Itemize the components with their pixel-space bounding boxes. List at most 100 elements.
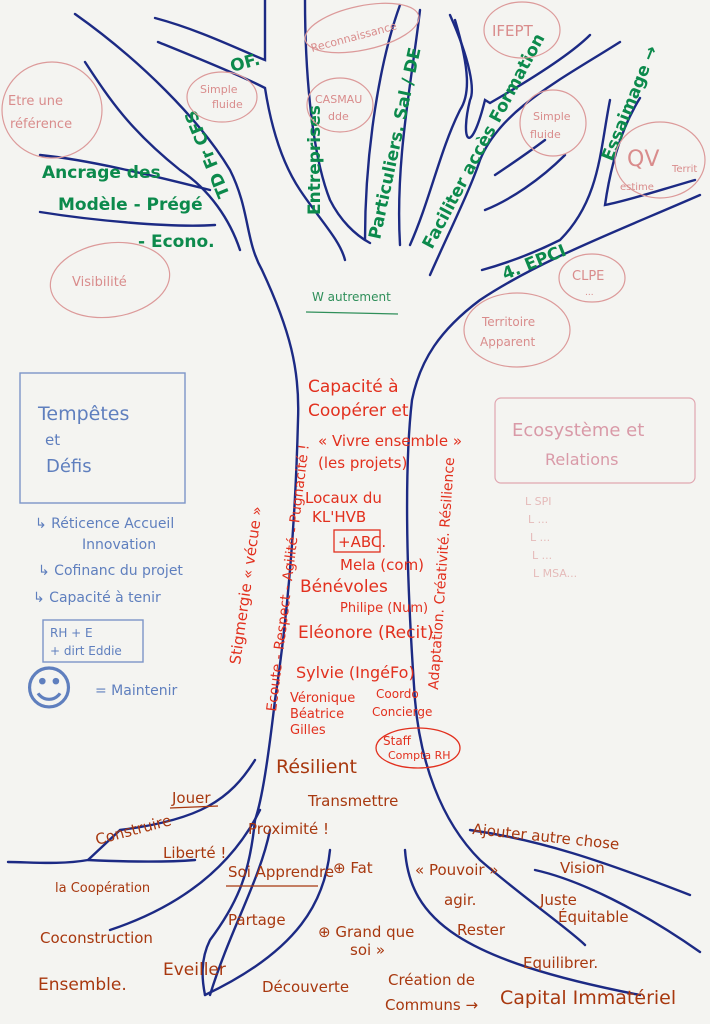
- note-qv-territ: Territ: [671, 164, 697, 175]
- trunk-line: Eléonore (Recit): [298, 623, 434, 643]
- label-ancrage-3: - Econo.: [138, 232, 215, 252]
- root-coconstruction: Coconstruction: [40, 929, 153, 947]
- note-clpe-2: ...: [585, 288, 594, 298]
- tempetes-item: Innovation: [82, 537, 156, 553]
- tempetes-item: ↳ Cofinanc du projet: [38, 563, 183, 579]
- note-reconnaissance: Reconnaissance: [309, 19, 398, 55]
- trunk-line: KL'HVB: [312, 508, 366, 526]
- tempetes-title: Tempêtes: [37, 403, 129, 425]
- trunk-line: Mela (com): [340, 556, 424, 574]
- root-vision: Vision: [560, 859, 605, 877]
- trunk-line: (les projets): [318, 454, 407, 472]
- note-qv: QV: [627, 147, 659, 172]
- tempetes-item: ↳ Capacité à tenir: [33, 590, 161, 606]
- root-cooperation: la Coopération: [55, 881, 150, 896]
- note-casmau-2: dde: [328, 110, 349, 123]
- trunk-line: Coopérer et: [308, 401, 409, 421]
- trunk-line: Bénévoles: [300, 577, 388, 597]
- label-essaimage: Essaimage →: [598, 43, 662, 164]
- root-soi-apprendre: Soi Apprendre: [228, 863, 334, 881]
- root-eveiller: Eveiller: [163, 960, 226, 980]
- root-capital: Capital Immatériel: [500, 987, 676, 1009]
- root-grand: ⊕ Grand que: [318, 923, 414, 941]
- trunk-line: Béatrice: [290, 707, 344, 722]
- note-reference: Etre une: [8, 94, 63, 109]
- tempetes-title-2: et: [45, 431, 60, 449]
- root-decouverte: Découverte: [262, 978, 349, 996]
- root-fat: ⊕ Fat: [333, 859, 373, 877]
- ecosysteme-box: Ecosystème et Relations L SPI L ... L ..…: [494, 397, 696, 580]
- root-transmettre: Transmettre: [307, 792, 398, 810]
- trunk-line: Véronique: [290, 691, 355, 706]
- ecosysteme-item: L ...: [530, 531, 550, 544]
- root-soi: soi »: [350, 941, 385, 959]
- note-clpe: CLPE: [572, 269, 604, 284]
- stigmergie: Stigmergie « vécue »: [226, 505, 266, 665]
- tempetes-maintenir: = Maintenir: [95, 683, 177, 699]
- ecosysteme-item: L SPI: [525, 495, 552, 508]
- root-construire: Construire: [93, 811, 173, 849]
- note-qv-estime: estime: [620, 182, 654, 193]
- tempetes-item: ↳ Réticence Accueil: [35, 516, 174, 532]
- label-ancrage-1: Ancrage des: [42, 163, 161, 183]
- root-resilient: Résilient: [276, 756, 357, 778]
- root-creation: Création de: [388, 971, 475, 989]
- note-simple-2b: fluide: [530, 128, 561, 141]
- root-partage: Partage: [228, 911, 286, 929]
- ecosysteme-item: L ...: [532, 549, 552, 562]
- trunk-line: Gilles: [290, 723, 326, 738]
- root-proximite: Proximité !: [248, 820, 329, 838]
- ecosysteme-title-2: Relations: [545, 450, 618, 469]
- label-formation: Faciliter accès Formation: [419, 30, 550, 252]
- note-simple-2: Simple: [533, 110, 571, 123]
- note-simple-1b: fluide: [212, 98, 243, 111]
- tempetes-box-line-2: + dirt Eddie: [50, 644, 122, 658]
- tempetes-box: Tempêtes et Défis ↳ Réticence Accueil In…: [19, 372, 186, 717]
- ecosysteme-item: L ...: [528, 513, 548, 526]
- concierge: Concierge: [372, 705, 432, 719]
- root-jouer: Jouer: [171, 789, 211, 807]
- coordo: Coordo: [376, 687, 419, 701]
- trunk-line: Capacité à: [308, 377, 399, 397]
- note-simple-1: Simple: [200, 83, 238, 96]
- note-visibilite: Visibilité: [72, 275, 127, 290]
- note-territoire: Territoire: [481, 315, 535, 329]
- smiley-icon: ☺: [24, 661, 74, 717]
- root-ajouter: Ajouter autre chose: [472, 820, 621, 853]
- trunk-line: « Vivre ensemble »: [318, 432, 462, 450]
- root-equilibrer: Equilibrer.: [523, 954, 598, 972]
- note-ifept: IFEPT: [492, 22, 534, 40]
- trunk-notes: Capacité à Coopérer et « Vivre ensemble …: [226, 377, 462, 769]
- note-territoire-2: Apparent: [480, 335, 535, 349]
- label-particuliers: Particuliers. Sal / DE: [365, 46, 425, 241]
- root-rester: Rester: [457, 921, 506, 939]
- label-autrement: W autrement: [312, 290, 391, 304]
- root-notes: Résilient Transmettre Jouer Construire L…: [38, 756, 676, 1014]
- trunk-line: Sylvie (IngéFo): [296, 663, 415, 682]
- root-juste: Juste: [539, 891, 577, 909]
- trunk-line: Philipe (Num): [340, 601, 428, 616]
- tempetes-title-3: Défis: [46, 456, 92, 477]
- adaptation: Adaptation. Créativité. Résilience: [426, 457, 458, 690]
- compta-rh: Compta RH: [388, 749, 451, 762]
- root-agir: agir.: [444, 891, 476, 909]
- note-casmau: CASMAU: [315, 93, 362, 106]
- trunk-line: +ABC.: [338, 533, 386, 551]
- tempetes-box-line: RH + E: [50, 626, 93, 640]
- label-entreprises: Entreprises: [305, 105, 325, 215]
- tree-branches: [6, 0, 702, 997]
- staff: Staff: [383, 734, 412, 748]
- root-pouvoir: « Pouvoir »: [415, 861, 498, 879]
- root-equitable: Équitable: [558, 907, 629, 926]
- ecosysteme-item: L MSA...: [533, 567, 577, 580]
- root-communs: Communs →: [385, 996, 478, 1014]
- label-ancrage-2: Modèle - Prégé: [58, 195, 203, 215]
- root-ensemble: Ensemble.: [38, 975, 127, 995]
- trunk-line: Locaux du: [305, 489, 382, 507]
- root-liberte: Liberté !: [163, 844, 226, 862]
- note-reference-2: référence: [10, 117, 72, 132]
- ecosysteme-title: Ecosystème et: [512, 420, 644, 441]
- label-td-cfs: TD Fr CFS: [181, 107, 234, 201]
